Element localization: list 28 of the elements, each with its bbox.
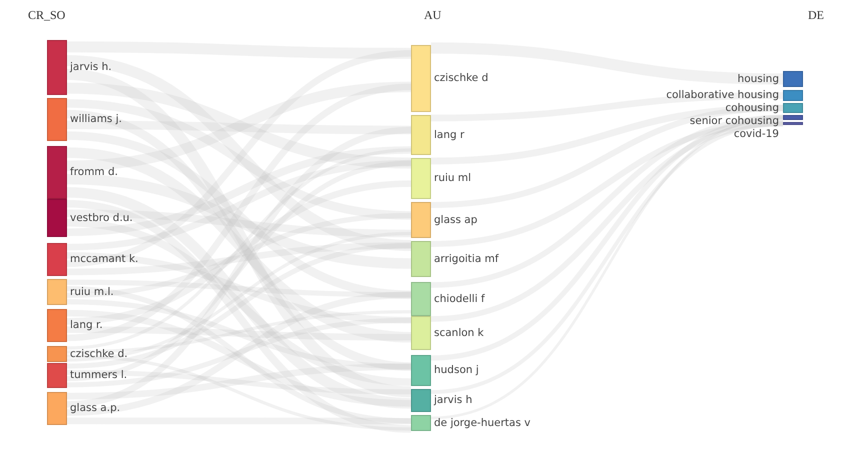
node-label: jarvis h.	[70, 61, 112, 74]
node-label: scanlon k	[434, 326, 484, 340]
node-label: mccamant k.	[70, 253, 138, 266]
node-label: collaborative housing	[666, 89, 779, 102]
node-label: tummers l.	[70, 369, 128, 382]
column-heading: AU	[424, 8, 442, 23]
node-label: vestbro d.u.	[70, 212, 133, 224]
node-label: lang r.	[70, 319, 103, 332]
node-label: covid-19	[734, 128, 779, 141]
node-label: de jorge-huertas v	[434, 416, 531, 430]
column-heading: DE	[808, 8, 824, 23]
node-label: ruiu ml	[434, 172, 472, 185]
node-label: housing	[738, 72, 779, 86]
column-heading: CR_SO	[28, 8, 66, 23]
node-label: lang r	[434, 128, 464, 142]
node-label: glass ap	[434, 214, 478, 226]
node-label: czischke d.	[70, 348, 128, 360]
node-label: arrigoitia mf	[434, 252, 499, 266]
node-label: senior cohousing	[690, 115, 779, 128]
node-label: glass a.p.	[70, 402, 120, 415]
node-label: fromm d.	[70, 166, 118, 179]
node-label: czischke d	[434, 72, 488, 85]
node-label: cohousing	[725, 102, 779, 115]
node-label: williams j.	[70, 113, 122, 126]
node-label: chiodelli f	[434, 292, 485, 306]
node-label: jarvis h	[434, 394, 472, 407]
node-label: hudson j	[434, 364, 479, 377]
node-label: ruiu m.l.	[70, 286, 114, 298]
